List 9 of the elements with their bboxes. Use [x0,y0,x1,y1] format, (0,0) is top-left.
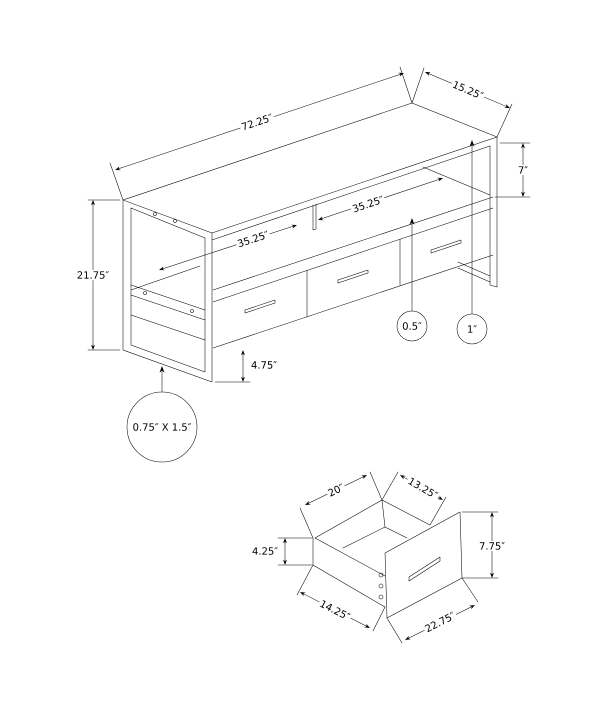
dimension-label: 72.25″ [238,112,276,132]
dimension-label: 7.75″ [478,540,506,552]
dimension-label: 7″ [516,165,530,175]
dimension-label: 21.75″ [75,270,111,280]
dimension-label: 15.25″ [450,78,486,102]
dimension-label: 4.75″ [250,360,278,370]
dimension-label: 35.25″ [234,228,272,250]
dimension-label: 20″ [325,481,347,499]
dimension-label: 4.25″ [250,546,280,556]
